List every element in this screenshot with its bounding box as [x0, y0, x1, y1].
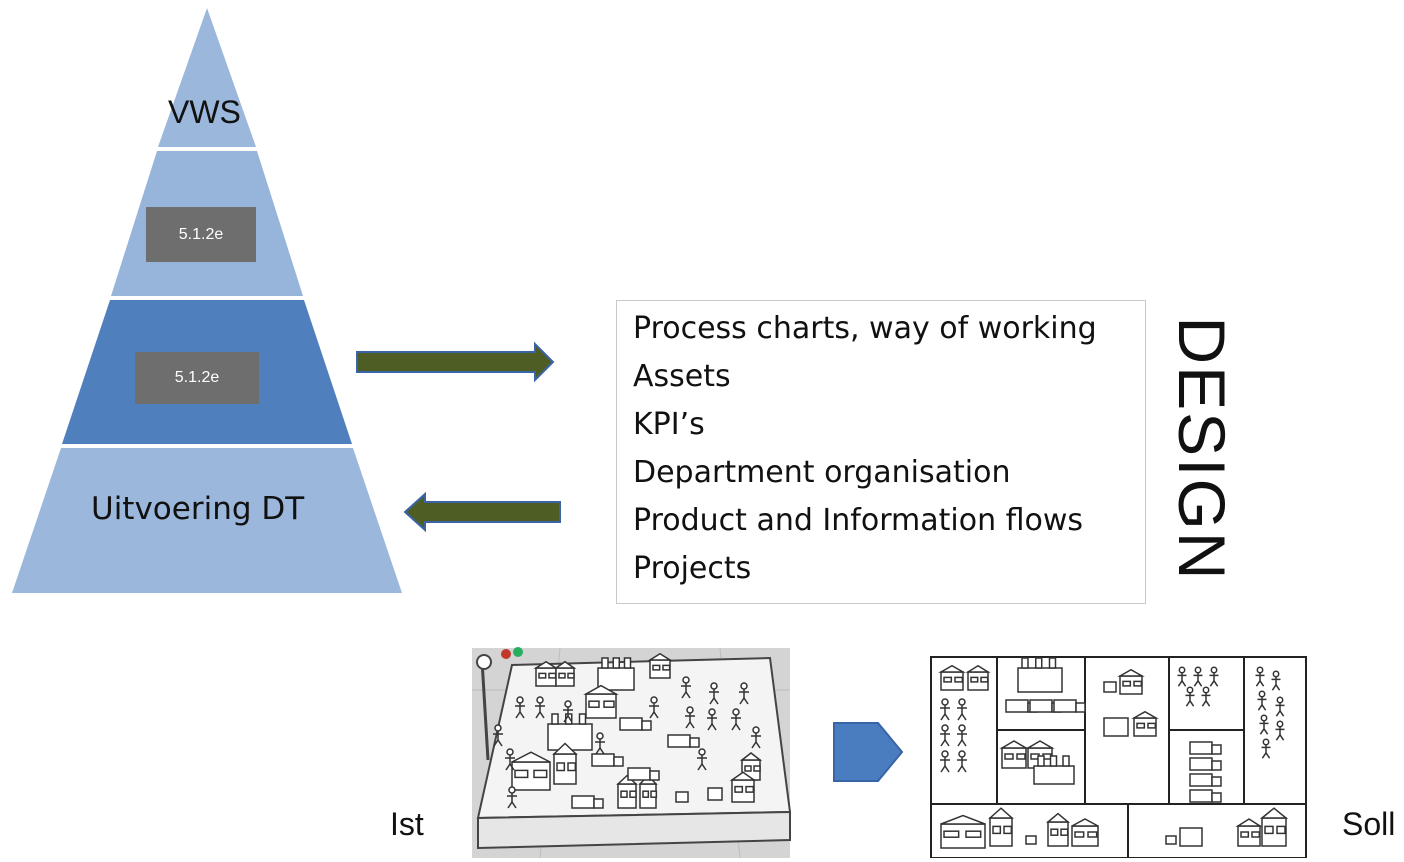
arrow-left — [403, 491, 561, 533]
design-item-assets: Assets — [633, 359, 731, 394]
soll-caption: Soll — [1342, 806, 1396, 842]
ist-caption: Ist — [390, 806, 424, 842]
tier-bottom-label: Uitvoering DT — [91, 491, 305, 527]
pyramid-tier-bottom — [12, 448, 402, 593]
tier-third-redacted-box: 5.1.2e — [135, 352, 259, 404]
design-item-kpis: KPI’s — [633, 407, 705, 442]
design-item-flows: Product and Information flows — [633, 503, 1084, 538]
tier-top-label: VWS — [168, 94, 241, 130]
design-vertical-title: DESIGN — [1165, 316, 1239, 582]
transition-pentagon — [833, 722, 904, 782]
pyramid-tier-top — [158, 8, 256, 147]
arrow-right — [356, 341, 555, 383]
soll-illustration — [930, 656, 1307, 859]
design-item-projects: Projects — [633, 551, 752, 586]
design-vertical-title-wrap: DESIGN — [1165, 316, 1239, 582]
design-item-process-charts: Process charts, way of working — [633, 311, 1097, 346]
tier-second-redacted-box: 5.1.2e — [146, 207, 256, 262]
ist-illustration — [472, 647, 792, 859]
design-item-department: Department organisation — [633, 455, 1011, 490]
design-list-box: Process charts, way of working Assets KP… — [616, 300, 1146, 604]
